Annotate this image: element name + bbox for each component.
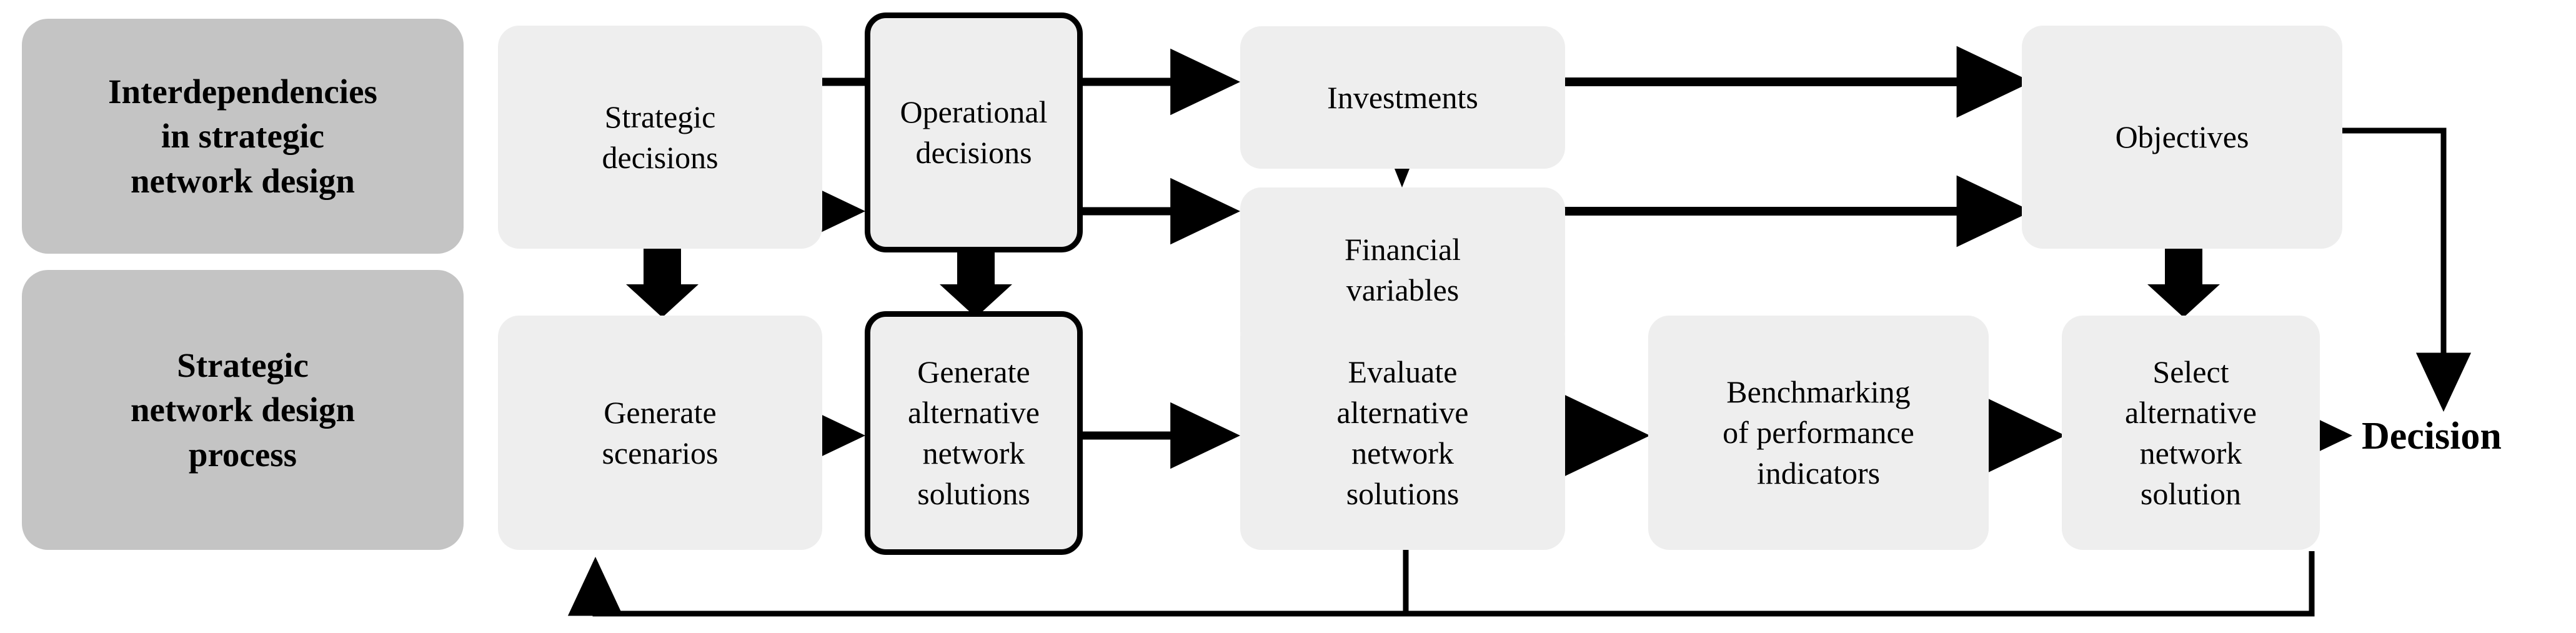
node-select-alternative: Select alternative network solution: [2062, 316, 2320, 550]
node-financial-variables-label: Financial variables: [1344, 232, 1461, 307]
node-objectives-label: Objectives: [2115, 119, 2249, 154]
node-benchmarking: Benchmarking of performance indicators: [1648, 316, 1989, 550]
node-decision-label: Decision: [2362, 415, 2502, 457]
node-operational-decisions-label: Operational decisions: [900, 94, 1048, 170]
node-investments: Investments: [1240, 26, 1565, 169]
edge-objectives-to-select: [2147, 249, 2220, 317]
edge-investments-to-financial: [1395, 169, 1410, 187]
node-select-alternative-label: Select alternative network solution: [2125, 354, 2257, 511]
node-benchmarking-label: Benchmarking of performance indicators: [1723, 374, 1914, 491]
node-generate-scenarios-label: Generate scenarios: [602, 394, 719, 471]
node-generate-alternatives-label: Generate alternative network solutions: [908, 354, 1040, 511]
band-interdependencies-label: Interdependencies in strategic network d…: [108, 72, 377, 200]
band-process: Strategic network design process: [22, 270, 464, 550]
node-evaluate-alternatives: Evaluate alternative network solutions: [1240, 316, 1565, 550]
node-decision: Decision: [2362, 414, 2502, 459]
node-strategic-decisions: Strategic decisions: [498, 26, 822, 249]
node-generate-alternatives: Generate alternative network solutions: [865, 311, 1083, 555]
node-evaluate-alternatives-label: Evaluate alternative network solutions: [1336, 354, 1469, 511]
edge-objectives-to-decision: [2342, 127, 2472, 412]
band-process-label: Strategic network design process: [130, 346, 356, 474]
edge-feedback-loop: [567, 551, 2315, 617]
node-investments-label: Investments: [1327, 79, 1478, 115]
edge-strategic-to-generate-scenarios: [626, 249, 699, 317]
edge-operational-to-generate-alternatives: [940, 252, 1012, 317]
node-strategic-decisions-label: Strategic decisions: [602, 99, 719, 175]
node-objectives: Objectives: [2022, 26, 2342, 249]
band-interdependencies: Interdependencies in strategic network d…: [22, 19, 464, 254]
node-generate-scenarios: Generate scenarios: [498, 316, 822, 550]
node-operational-decisions: Operational decisions: [865, 12, 1083, 252]
